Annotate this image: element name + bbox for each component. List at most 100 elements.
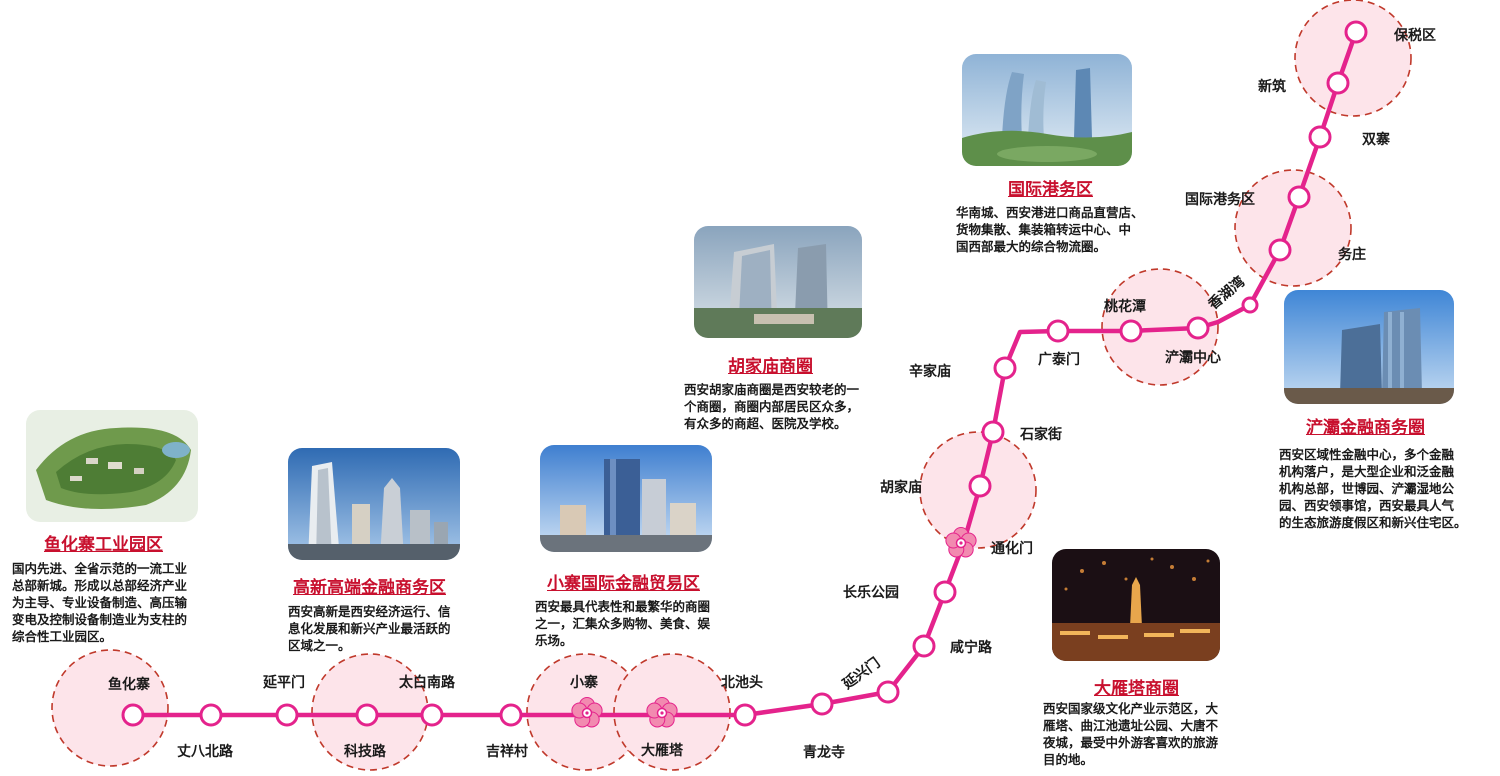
station-label: 丈八北路 [177, 743, 234, 760]
station-changlegongyuan[interactable]: 长乐公园 [843, 580, 957, 604]
station-label: 桃花潭 [1104, 298, 1146, 315]
station-dot-icon [1287, 185, 1311, 209]
station-wuzhuang[interactable]: 务庄 [1268, 238, 1366, 263]
station-xianninglu[interactable]: 咸宁路 [912, 634, 993, 658]
station-chanbazhongxin[interactable]: 浐灞中心 [1165, 316, 1221, 366]
station-dot-icon [121, 703, 145, 727]
station-label: 吉祥村 [486, 743, 528, 760]
station-dot-icon [1344, 20, 1368, 44]
station-xiaozhai[interactable]: 小寨 [570, 674, 603, 728]
station-label: 浐灞中心 [1165, 349, 1221, 366]
desc-line: 息化发展和新兴产业最活跃的 [288, 621, 451, 636]
desc-line: 雁塔、曲江池遗址公园、大唐不 [1043, 718, 1219, 733]
station-baoshuiqu[interactable]: 保税区 [1344, 20, 1436, 44]
station-label: 延兴门 [839, 654, 884, 693]
high-tech-towers-photo-graphic [288, 448, 460, 560]
station-dot-icon [933, 580, 957, 604]
desc-line: 的生态旅游度假区和新兴住宅区。 [1279, 515, 1467, 530]
desc-line: 夜城，最受中外游客喜欢的旅游 [1043, 735, 1219, 750]
station-label: 辛家庙 [909, 363, 951, 380]
station-yanpingmen[interactable]: 延平门 [262, 674, 305, 727]
desc-line: 个商圈，商圈内部居民区众多， [684, 399, 860, 414]
station-label: 咸宁路 [950, 639, 993, 656]
station-shuangzhai[interactable]: 双寨 [1308, 125, 1391, 149]
station-dot-icon [733, 703, 757, 727]
area-desc-xiaozhai-trade: 西安最具代表性和最繁华的商圈 之一，汇集众多购物、美食、娱 乐场。 [535, 598, 755, 649]
desc-line: 之一，汇集众多购物、美食、娱 [535, 616, 711, 631]
station-dot-icon [1308, 125, 1332, 149]
flower-center-dot [585, 711, 589, 715]
desc-line: 国西部最大的综合物流圈。 [956, 239, 1107, 254]
station-label: 保税区 [1393, 27, 1436, 44]
hujiamiao-building-photo-graphic [694, 226, 862, 338]
area-title-gaoxin: 高新高端金融商务区 [293, 578, 446, 598]
station-kejilu[interactable]: 科技路 [344, 703, 387, 760]
station-guangtaimen[interactable]: 广泰门 [1038, 319, 1080, 368]
area-desc-yuhuazhai-park: 国内先进、全省示范的一流工业 总部新城。形成以总部经济产业 为主导、专业设备制造… [12, 560, 227, 645]
desc-line: 总部新城。形成以总部经济产业 [12, 578, 188, 593]
station-xinzhu[interactable]: 新筑 [1258, 71, 1350, 95]
station-hujiamiao[interactable]: 胡家庙 [880, 474, 992, 498]
area-desc-dayanta-circle: 西安国家级文化产业示范区，大 雁塔、曲江池遗址公园、大唐不 夜城，最受中外游客喜… [1043, 700, 1258, 768]
hujiamiao-building-photo [694, 226, 862, 338]
station-yuhuazhai[interactable]: 鱼化寨 [108, 676, 151, 727]
chanba-glass-towers-photo [1284, 290, 1454, 404]
station-label: 鱼化寨 [108, 676, 151, 693]
station-qinglongsi[interactable]: 青龙寺 [803, 692, 845, 761]
industrial-park-aerial-photo [26, 410, 198, 522]
desc-line: 国内先进、全省示范的一流工业 [12, 561, 188, 576]
station-dot-icon [912, 634, 936, 658]
stations: 鱼化寨 丈八北路 延平门 科技路 太白南路 吉祥村 小寨 大雁塔 北池头 青龙寺… [108, 20, 1436, 761]
desc-line: 乐场。 [535, 633, 573, 648]
station-label: 通化门 [991, 540, 1033, 557]
port-district-towers-photo [962, 54, 1132, 166]
industrial-park-aerial-photo-graphic [26, 410, 198, 522]
station-label: 青龙寺 [803, 744, 845, 761]
desc-line: 西安胡家庙商圈是西安较老的一 [684, 382, 860, 397]
flower-center-dot [959, 541, 963, 545]
station-dot-icon [1046, 319, 1070, 343]
station-zhangbabeilu[interactable]: 丈八北路 [177, 703, 234, 760]
desc-line: 园、西安领事馆，西安最具人气 [1279, 498, 1455, 513]
station-label: 北池头 [721, 674, 763, 691]
station-dot-icon [199, 703, 223, 727]
station-tonghuamen[interactable]: 通化门 [945, 527, 1033, 558]
station-label: 新筑 [1258, 78, 1286, 95]
xiaozhai-towers-photo-graphic [540, 445, 712, 552]
desc-line: 华南城、西安港进口商品直营店、 [956, 205, 1144, 220]
desc-line: 西安国家级文化产业示范区，大 [1043, 701, 1219, 716]
desc-line: 货物集散、集装箱转运中心、中 [956, 222, 1132, 237]
station-dot-icon [1119, 319, 1143, 343]
flower-center-dot [660, 711, 664, 715]
station-taohuatan[interactable]: 桃花潭 [1104, 298, 1146, 343]
station-jixiangcun[interactable]: 吉祥村 [486, 703, 528, 760]
station-dot-icon [981, 420, 1005, 444]
station-beichitou[interactable]: 北池头 [721, 674, 763, 727]
station-label: 长乐公园 [843, 584, 899, 601]
station-dot-icon [420, 703, 444, 727]
station-dayanta[interactable]: 大雁塔 [641, 697, 684, 760]
metro-line-path [130, 29, 1359, 718]
desc-line: 机构落户，是大型企业和泛金融 [1279, 464, 1455, 479]
station-label: 胡家庙 [880, 479, 922, 496]
station-shijiajie[interactable]: 石家街 [981, 420, 1062, 444]
station-xianghuwan[interactable]: 香湖湾 [1204, 273, 1259, 314]
station-label: 务庄 [1338, 246, 1366, 263]
station-label: 石家街 [1019, 426, 1062, 443]
desc-line: 目的地。 [1043, 752, 1094, 767]
station-dot-icon [355, 703, 379, 727]
transfer-flower-icon [571, 697, 603, 728]
station-xinjiamiao[interactable]: 辛家庙 [909, 356, 1017, 380]
desc-line: 有众多的商超、医院及学校。 [684, 416, 847, 431]
station-label: 大雁塔 [641, 742, 684, 759]
desc-line: 区域之一。 [288, 638, 351, 653]
station-taibainanlu[interactable]: 太白南路 [399, 674, 456, 727]
area-desc-gaoxin: 西安高新是西安经济运行、信 息化发展和新兴产业最活跃的 区域之一。 [288, 603, 488, 654]
station-dot-icon [1326, 71, 1350, 95]
area-circle-baoshuiqu [1294, 0, 1412, 117]
transfer-flower-icon [646, 697, 678, 728]
station-dot-icon [1241, 296, 1259, 314]
station-guojigangwuqu[interactable]: 国际港务区 [1185, 185, 1311, 209]
port-district-towers-photo-graphic [962, 54, 1132, 166]
